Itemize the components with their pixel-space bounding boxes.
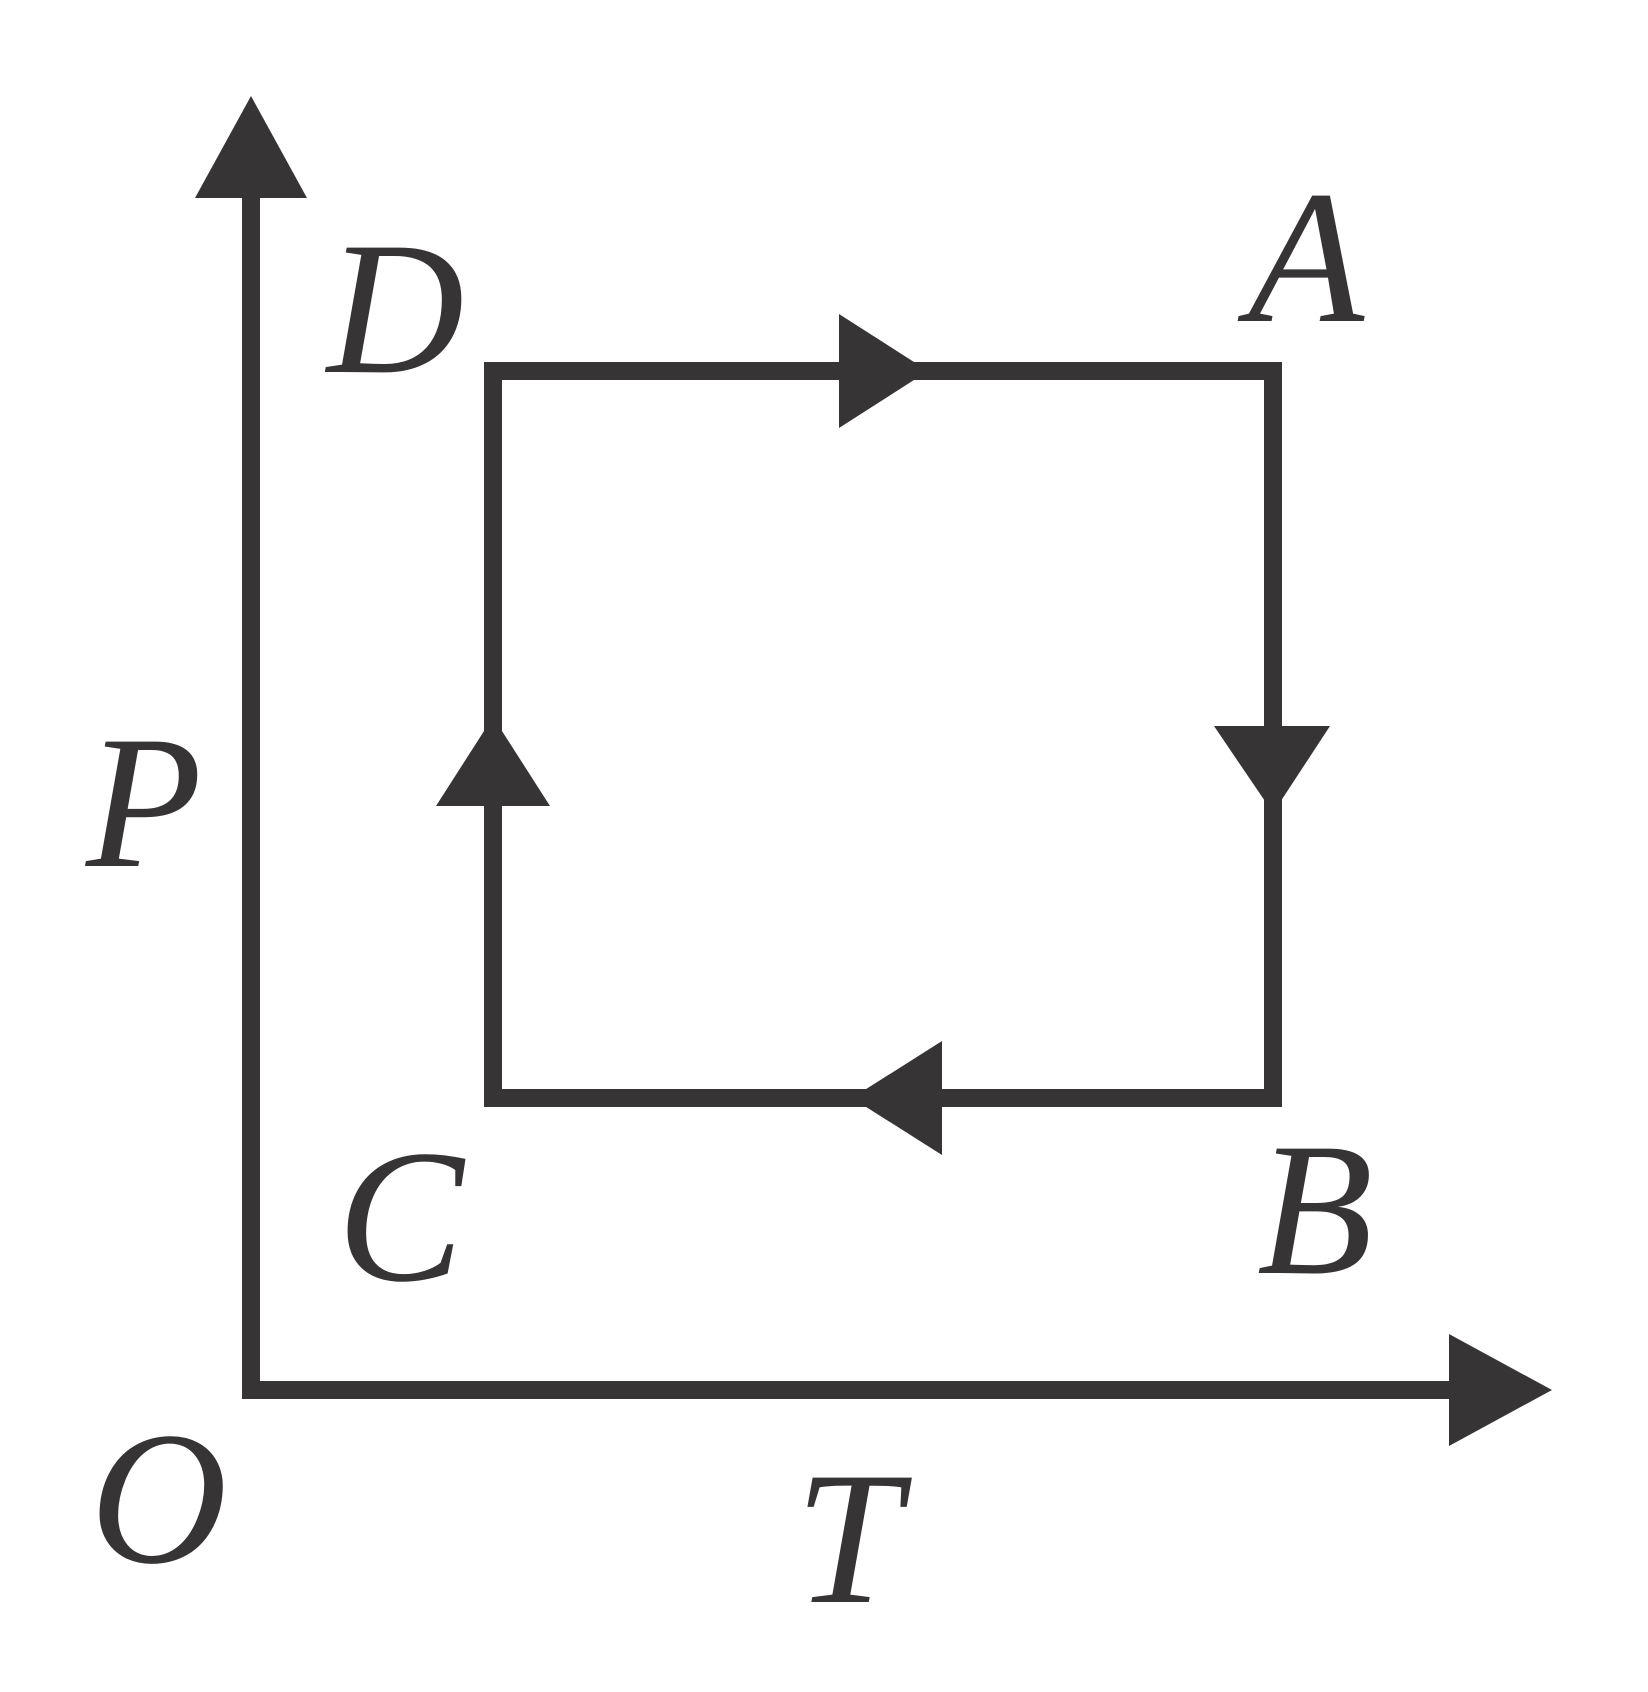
label-x-axis: T — [795, 1434, 912, 1644]
cycle-path — [484, 362, 1282, 1107]
label-origin: O — [90, 1394, 227, 1604]
arrow-a-to-b — [1214, 726, 1330, 813]
label-state-a: A — [1237, 153, 1365, 363]
arrow-c-to-d — [436, 717, 550, 806]
label-state-b: B — [1257, 1105, 1373, 1315]
label-y-axis: P — [84, 698, 202, 908]
arrow-d-to-a — [839, 314, 928, 428]
labels: O T P D A C B — [84, 153, 1373, 1644]
arrow-b-to-c — [852, 1041, 942, 1155]
axes — [195, 96, 1552, 1446]
y-axis-arrowhead — [195, 96, 307, 198]
label-state-d: D — [324, 204, 464, 414]
label-state-c: C — [337, 1112, 466, 1322]
x-axis-arrowhead — [1449, 1334, 1552, 1446]
cycle — [436, 314, 1330, 1155]
